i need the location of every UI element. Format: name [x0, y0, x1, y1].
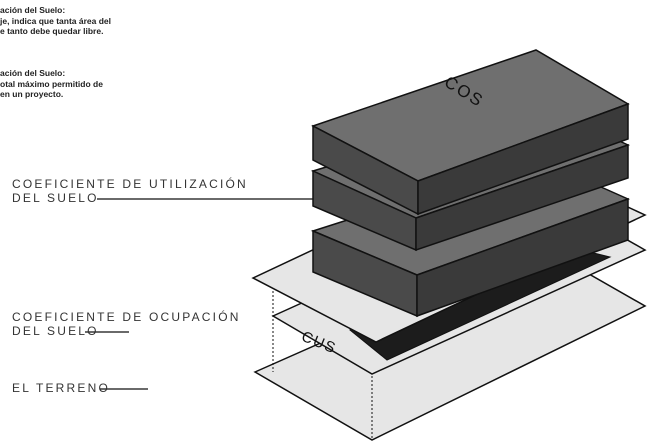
- note-line: en un proyecto.: [0, 89, 64, 99]
- note-line: je, indica que tanta área del: [0, 15, 112, 26]
- label-ocupacion-line1: COEFICIENTE DE OCUPACIÓN: [12, 310, 241, 324]
- definition-note-1: ación del Suelo: je, indica que tanta ár…: [0, 5, 111, 37]
- label-utilizacion-line1: COEFICIENTE DE UTILIZACIÓN: [12, 177, 248, 191]
- label-ocupacion-line2: DEL SUELO: [12, 324, 99, 338]
- note-line: e tanto debe quedar libre.: [0, 26, 104, 36]
- definition-note-2: ación del Suelo: otal máximo permitido d…: [0, 68, 103, 100]
- label-terreno: EL TERRENO: [12, 381, 111, 395]
- label-utilizacion-line2: DEL SUELO: [12, 191, 99, 205]
- note-line: ación del Suelo:: [0, 5, 66, 15]
- floor-block-3: [311, 49, 630, 216]
- note-line: otal máximo permitido de: [0, 78, 103, 89]
- note-line: ación del Suelo:: [0, 68, 66, 78]
